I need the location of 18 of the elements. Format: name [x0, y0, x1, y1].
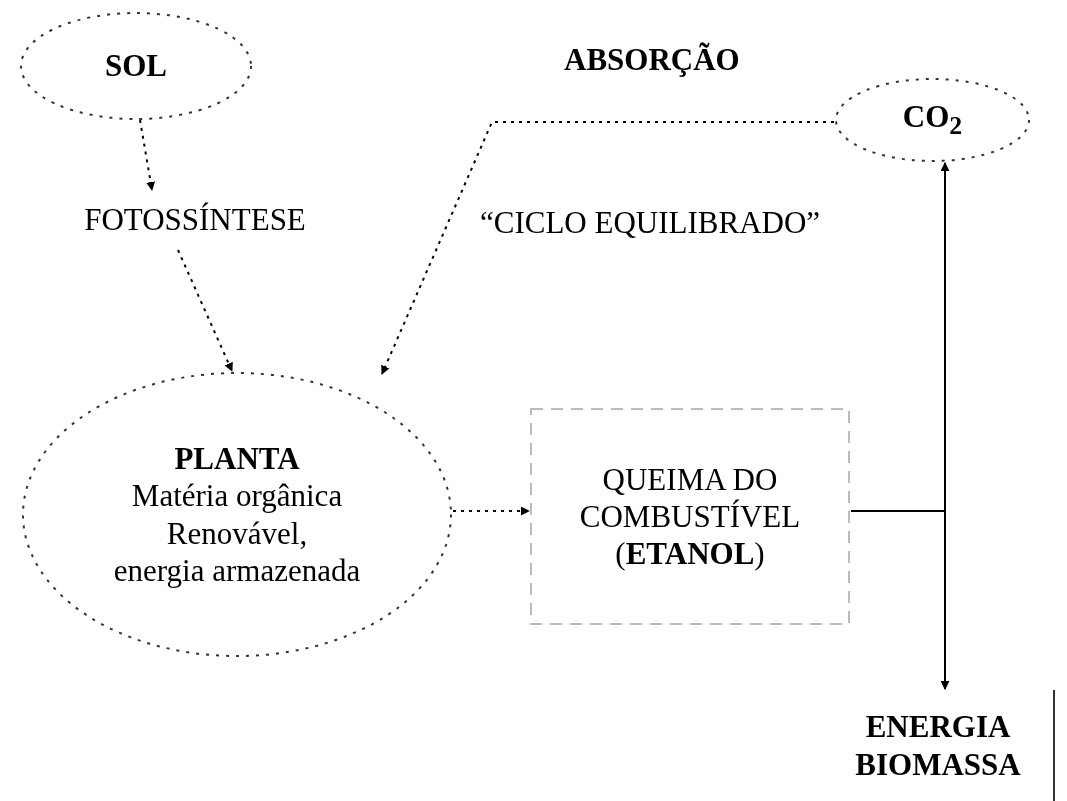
arrow [850, 510, 950, 690]
node-heading: PLANTA [174, 440, 300, 478]
arrow [139, 119, 156, 191]
node-text: QUEIMA DO COMBUSTÍVEL (ETANOL) [578, 460, 802, 573]
ellipse-node [20, 12, 252, 120]
node-text: Matéria orgânica [131, 477, 343, 515]
node-text: CO$_{2}$ [902, 97, 963, 143]
node-text: Renovável, [166, 514, 308, 552]
node-text: ENERGIA BIOMASSA [854, 708, 1022, 783]
ellipse-node [835, 78, 1030, 162]
arrow [177, 249, 233, 372]
ellipse-node [22, 372, 452, 657]
node-text: FOTOSSÍNTESE [84, 201, 306, 239]
process-box [530, 408, 850, 625]
arrow [452, 506, 530, 516]
arrow [381, 121, 835, 375]
node-text: energia armazenada [113, 551, 361, 589]
node-text: SOL [105, 47, 167, 85]
